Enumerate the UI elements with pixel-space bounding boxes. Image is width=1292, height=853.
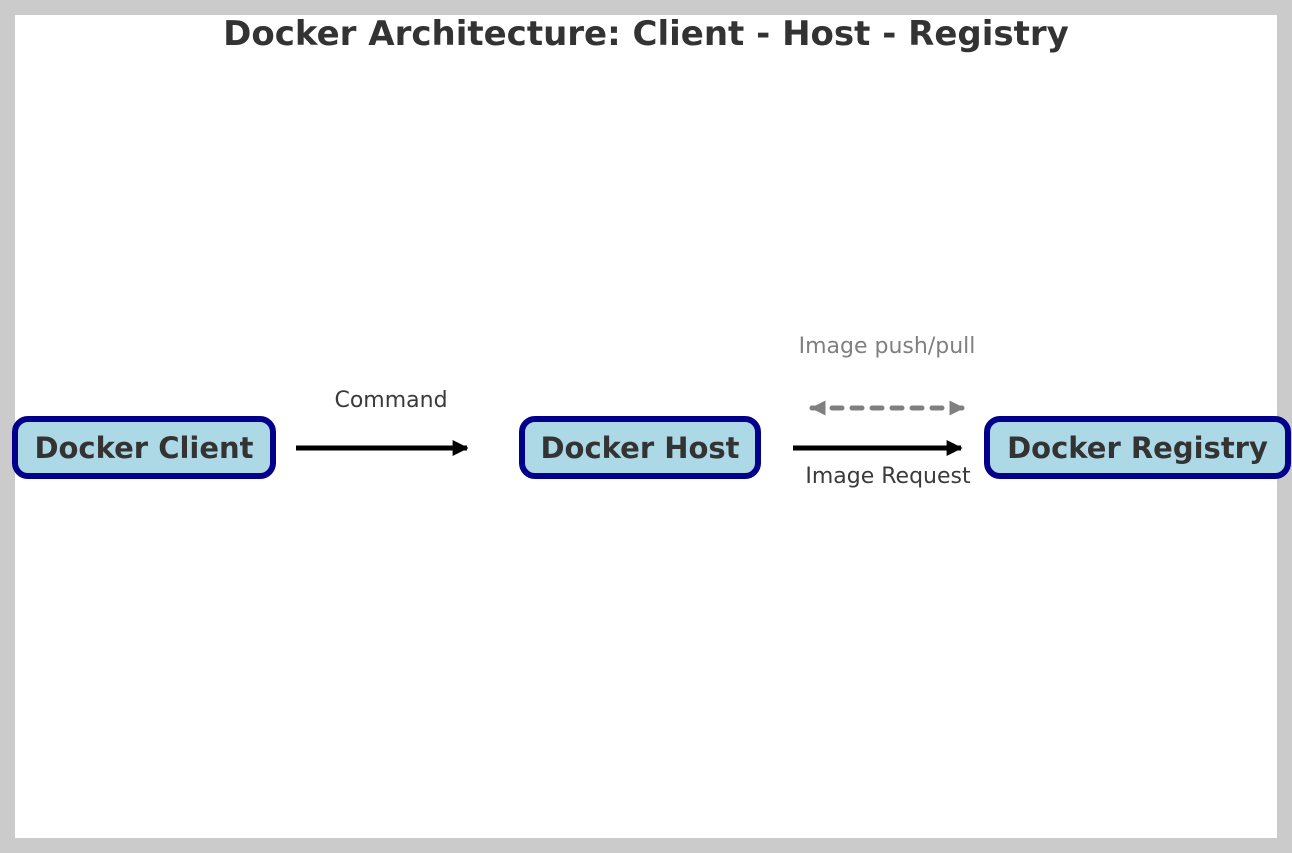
node-docker-host: Docker Host — [519, 416, 761, 479]
command-edge-label: Command — [334, 388, 448, 413]
node-docker-client: Docker Client — [12, 416, 276, 479]
node-docker-host-label: Docker Host — [540, 430, 740, 465]
node-docker-registry: Docker Registry — [984, 416, 1291, 479]
image-push-pull-edge-label: Image push/pull — [798, 334, 976, 359]
node-docker-client-label: Docker Client — [34, 430, 254, 465]
image-request-edge-label: Image Request — [805, 464, 971, 489]
diagram-title: Docker Architecture: Client - Host - Reg… — [223, 14, 1069, 54]
node-docker-registry-label: Docker Registry — [1007, 430, 1268, 465]
